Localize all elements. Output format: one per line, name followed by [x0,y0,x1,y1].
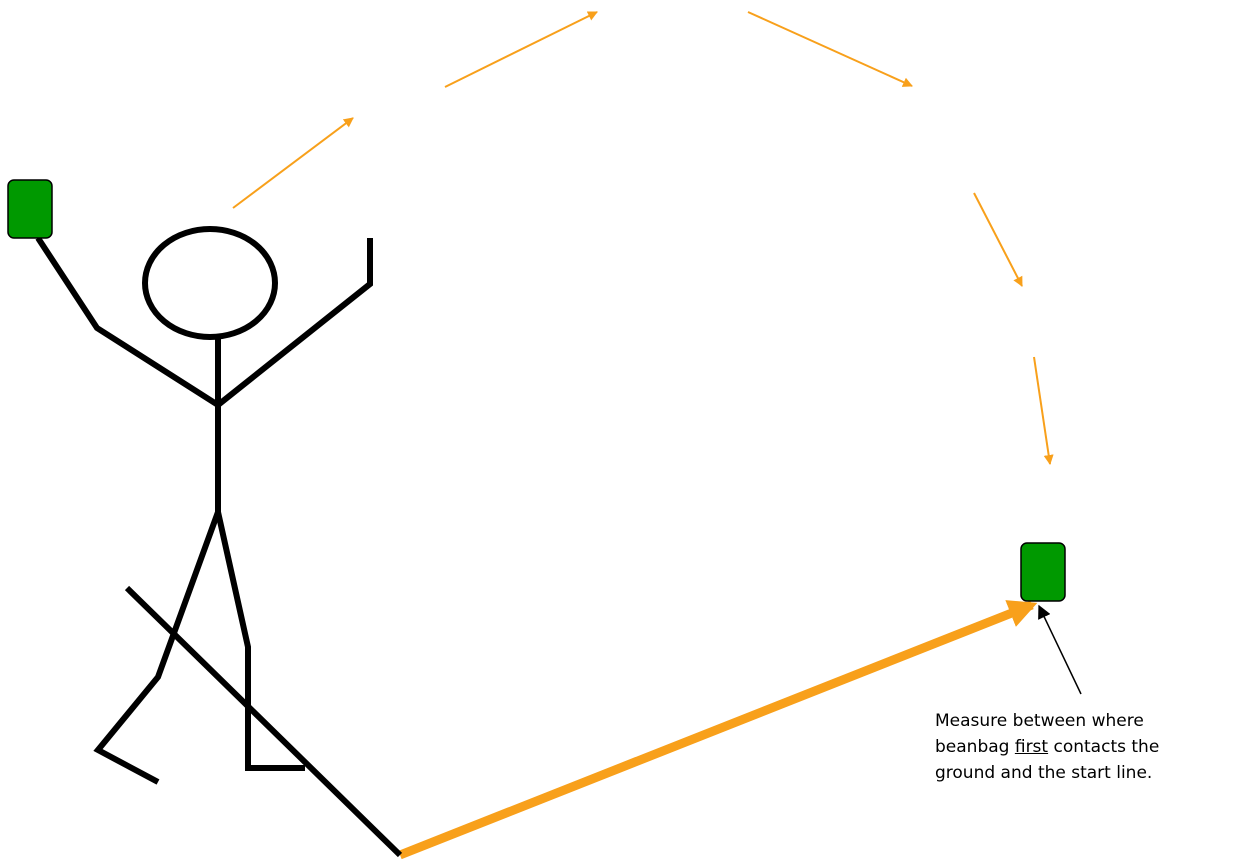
instruction-line-2-start: beanbag [935,737,1015,757]
figure-head [145,229,275,337]
trajectory-segment [748,12,912,86]
trajectory-segment [445,12,597,87]
trajectory-segment [1034,357,1050,464]
trajectory-arc [233,12,1050,464]
instruction-emphasis-first: first [1015,737,1048,757]
figure-left-leg [98,512,218,782]
figure-right-arm [218,238,370,405]
figure-right-leg [218,512,305,768]
beanbag-icon [1021,543,1065,601]
instruction-line-2-end: contacts the [1048,737,1159,757]
measurement-instruction: Measure between where beanbag first cont… [935,708,1245,786]
trajectory-segment [233,118,353,208]
beanbag-icon [8,180,52,238]
instruction-line-1: Measure between where [935,708,1245,734]
instruction-line-3: ground and the start line. [935,760,1245,786]
start-line [127,588,400,855]
stick-figure-thrower [38,229,370,782]
pointer-arrow [1039,606,1081,694]
trajectory-segment [974,193,1022,286]
instruction-line-2: beanbag first contacts the [935,734,1245,760]
figure-left-arm [38,238,218,405]
